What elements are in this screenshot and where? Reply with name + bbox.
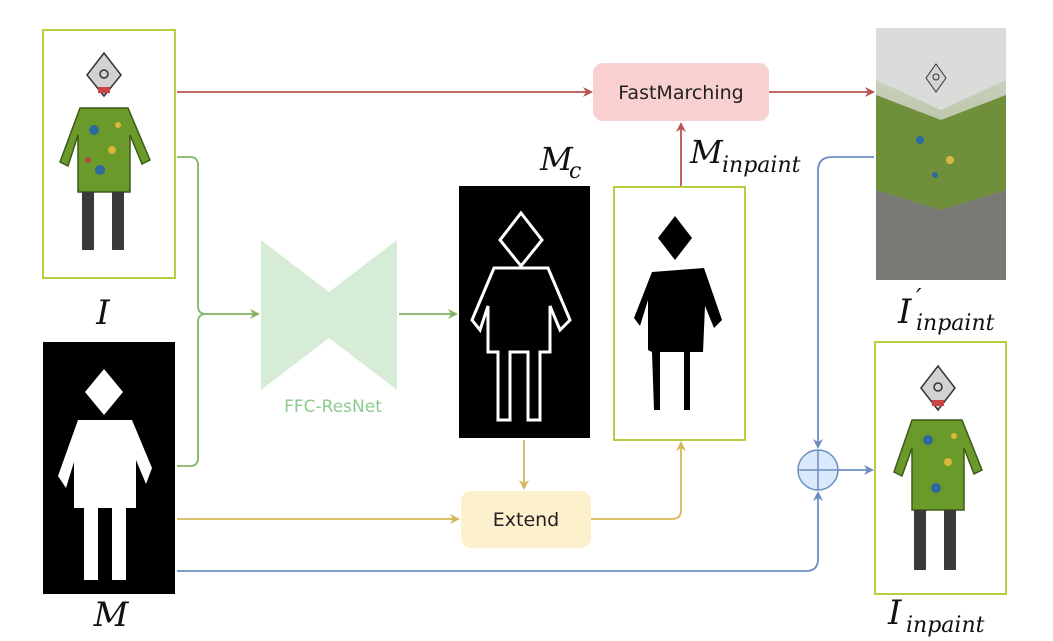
arrow-extend-to-minpaint [591,441,686,520]
output-image-Iinpaint [874,341,1007,595]
svg-text:M: M [689,133,724,171]
minpaint-silhouette [634,216,722,410]
label-Iinpaint: I inpaint [887,593,985,638]
ffc-resnet-block: FFC-ResNet [261,240,397,417]
svg-text:Extend: Extend [493,509,560,531]
mask-M [43,342,175,594]
svg-text:M: M [539,140,574,178]
figure-drawing [59,51,151,250]
mask-image-Minpaint [613,186,746,441]
svg-text:inpaint: inpaint [916,311,995,336]
svg-text:I: I [897,292,912,332]
svg-text:M: M [93,595,130,635]
svg-text:′: ′ [916,284,922,312]
label-Iinpaint-prime: I ′ inpaint [897,284,995,336]
svg-text:I: I [887,593,902,633]
input-image-I [42,29,176,279]
arrow-inpaint-prime-to-sum [813,156,874,449]
svg-text:inpaint: inpaint [722,153,801,178]
svg-text:FastMarching: FastMarching [618,82,743,104]
mask-silhouette [58,369,152,580]
label-I: I [95,293,110,333]
label-Minpaint: M inpaint [689,133,801,178]
fastmarching-node: FastMarching [593,63,769,121]
contour-image-Mc [459,186,590,438]
svg-text:FFC-ResNet: FFC-ResNet [284,397,382,417]
label-Mc: M c [539,140,581,184]
arrow-M-to-sum [177,491,823,572]
svg-text:I: I [95,293,110,333]
contour-outline [470,210,572,422]
svg-text:inpaint: inpaint [906,613,985,638]
arrow-I-to-ffc [177,156,260,319]
inpaint-prime-image [876,28,1006,280]
arrow-M-to-ffc [177,313,207,467]
label-M: M [93,595,130,635]
output-figure [893,364,983,570]
sum-operator [797,449,839,491]
svg-text:c: c [569,159,581,184]
extend-node: Extend [461,491,591,548]
